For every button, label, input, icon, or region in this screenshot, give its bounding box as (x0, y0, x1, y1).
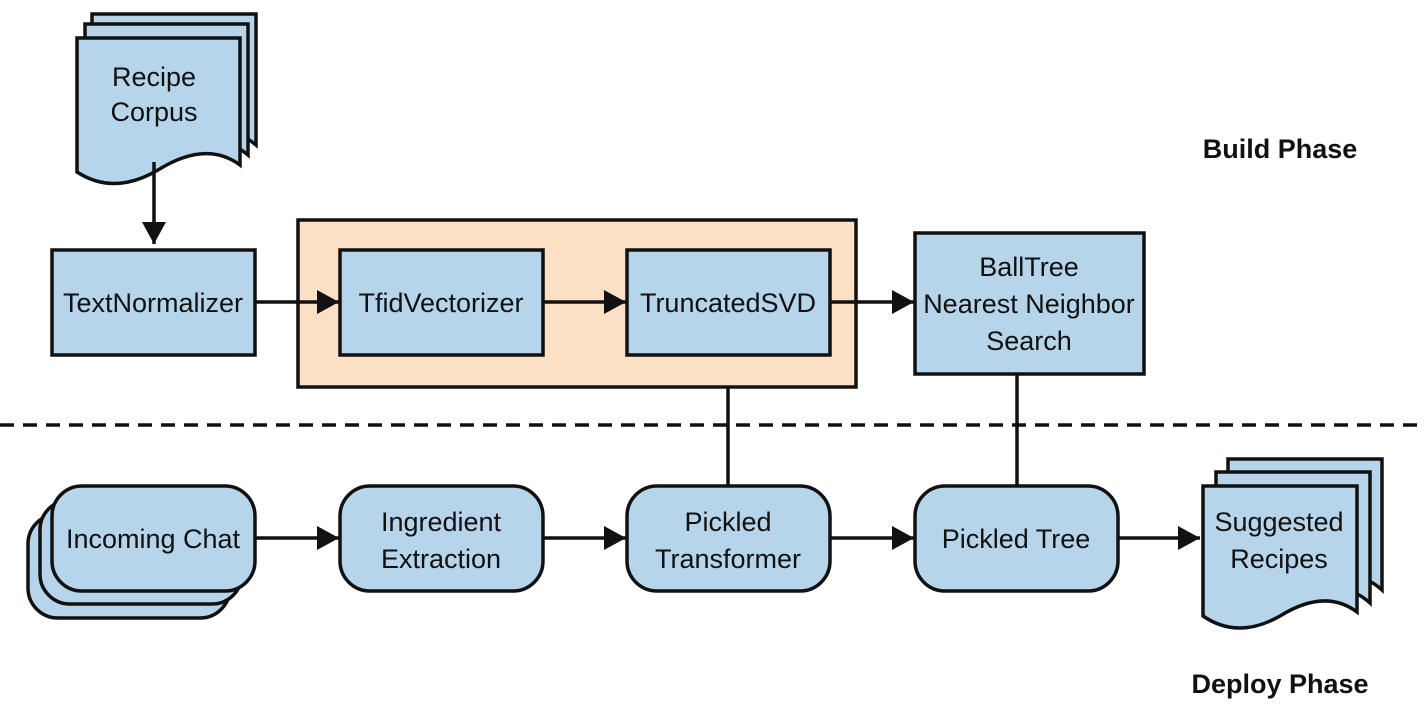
ingredient-extraction-label-line2: Extraction (381, 544, 501, 574)
balltree-label-line3: Search (986, 326, 1072, 356)
tfid-vectorizer-node: TfidVectorizer (338, 248, 545, 357)
suggested-recipes-label-line1: Suggested (1214, 507, 1343, 537)
suggested-recipes-label-line2: Recipes (1230, 544, 1328, 574)
balltree-label-line1: BallTree (979, 252, 1079, 282)
recipe-corpus-label-line2: Corpus (110, 97, 197, 127)
ingredient-extraction-node: Ingredient Extraction (338, 484, 545, 593)
text-normalizer-node: TextNormalizer (50, 248, 257, 357)
balltree-label-line2: Nearest Neighbor (923, 289, 1135, 319)
ingredient-extraction-label-line1: Ingredient (381, 507, 502, 537)
truncated-svd-node: TruncatedSVD (625, 248, 832, 357)
build-phase-label: Build Phase (1203, 134, 1358, 164)
balltree-node: BallTree Nearest Neighbor Search (913, 231, 1146, 376)
pickled-transformer-label-line1: Pickled (684, 507, 771, 537)
recipe-corpus-label-line1: Recipe (112, 62, 196, 92)
pickled-transformer-label-line2: Transformer (655, 544, 801, 574)
incoming-chat-label: Incoming Chat (66, 524, 241, 554)
incoming-chat-node: Incoming Chat (26, 484, 257, 620)
pickled-transformer-node: Pickled Transformer (625, 484, 832, 593)
pickled-tree-node: Pickled Tree (913, 484, 1120, 593)
text-normalizer-label: TextNormalizer (63, 288, 243, 318)
truncated-svd-label: TruncatedSVD (640, 288, 816, 318)
recipe-corpus-node: Recipe Corpus (75, 12, 258, 186)
suggested-recipes-node: Suggested Recipes (1201, 457, 1384, 630)
deploy-phase-label: Deploy Phase (1191, 669, 1368, 699)
tfid-vectorizer-label: TfidVectorizer (358, 288, 523, 318)
pickled-tree-label: Pickled Tree (942, 524, 1091, 554)
